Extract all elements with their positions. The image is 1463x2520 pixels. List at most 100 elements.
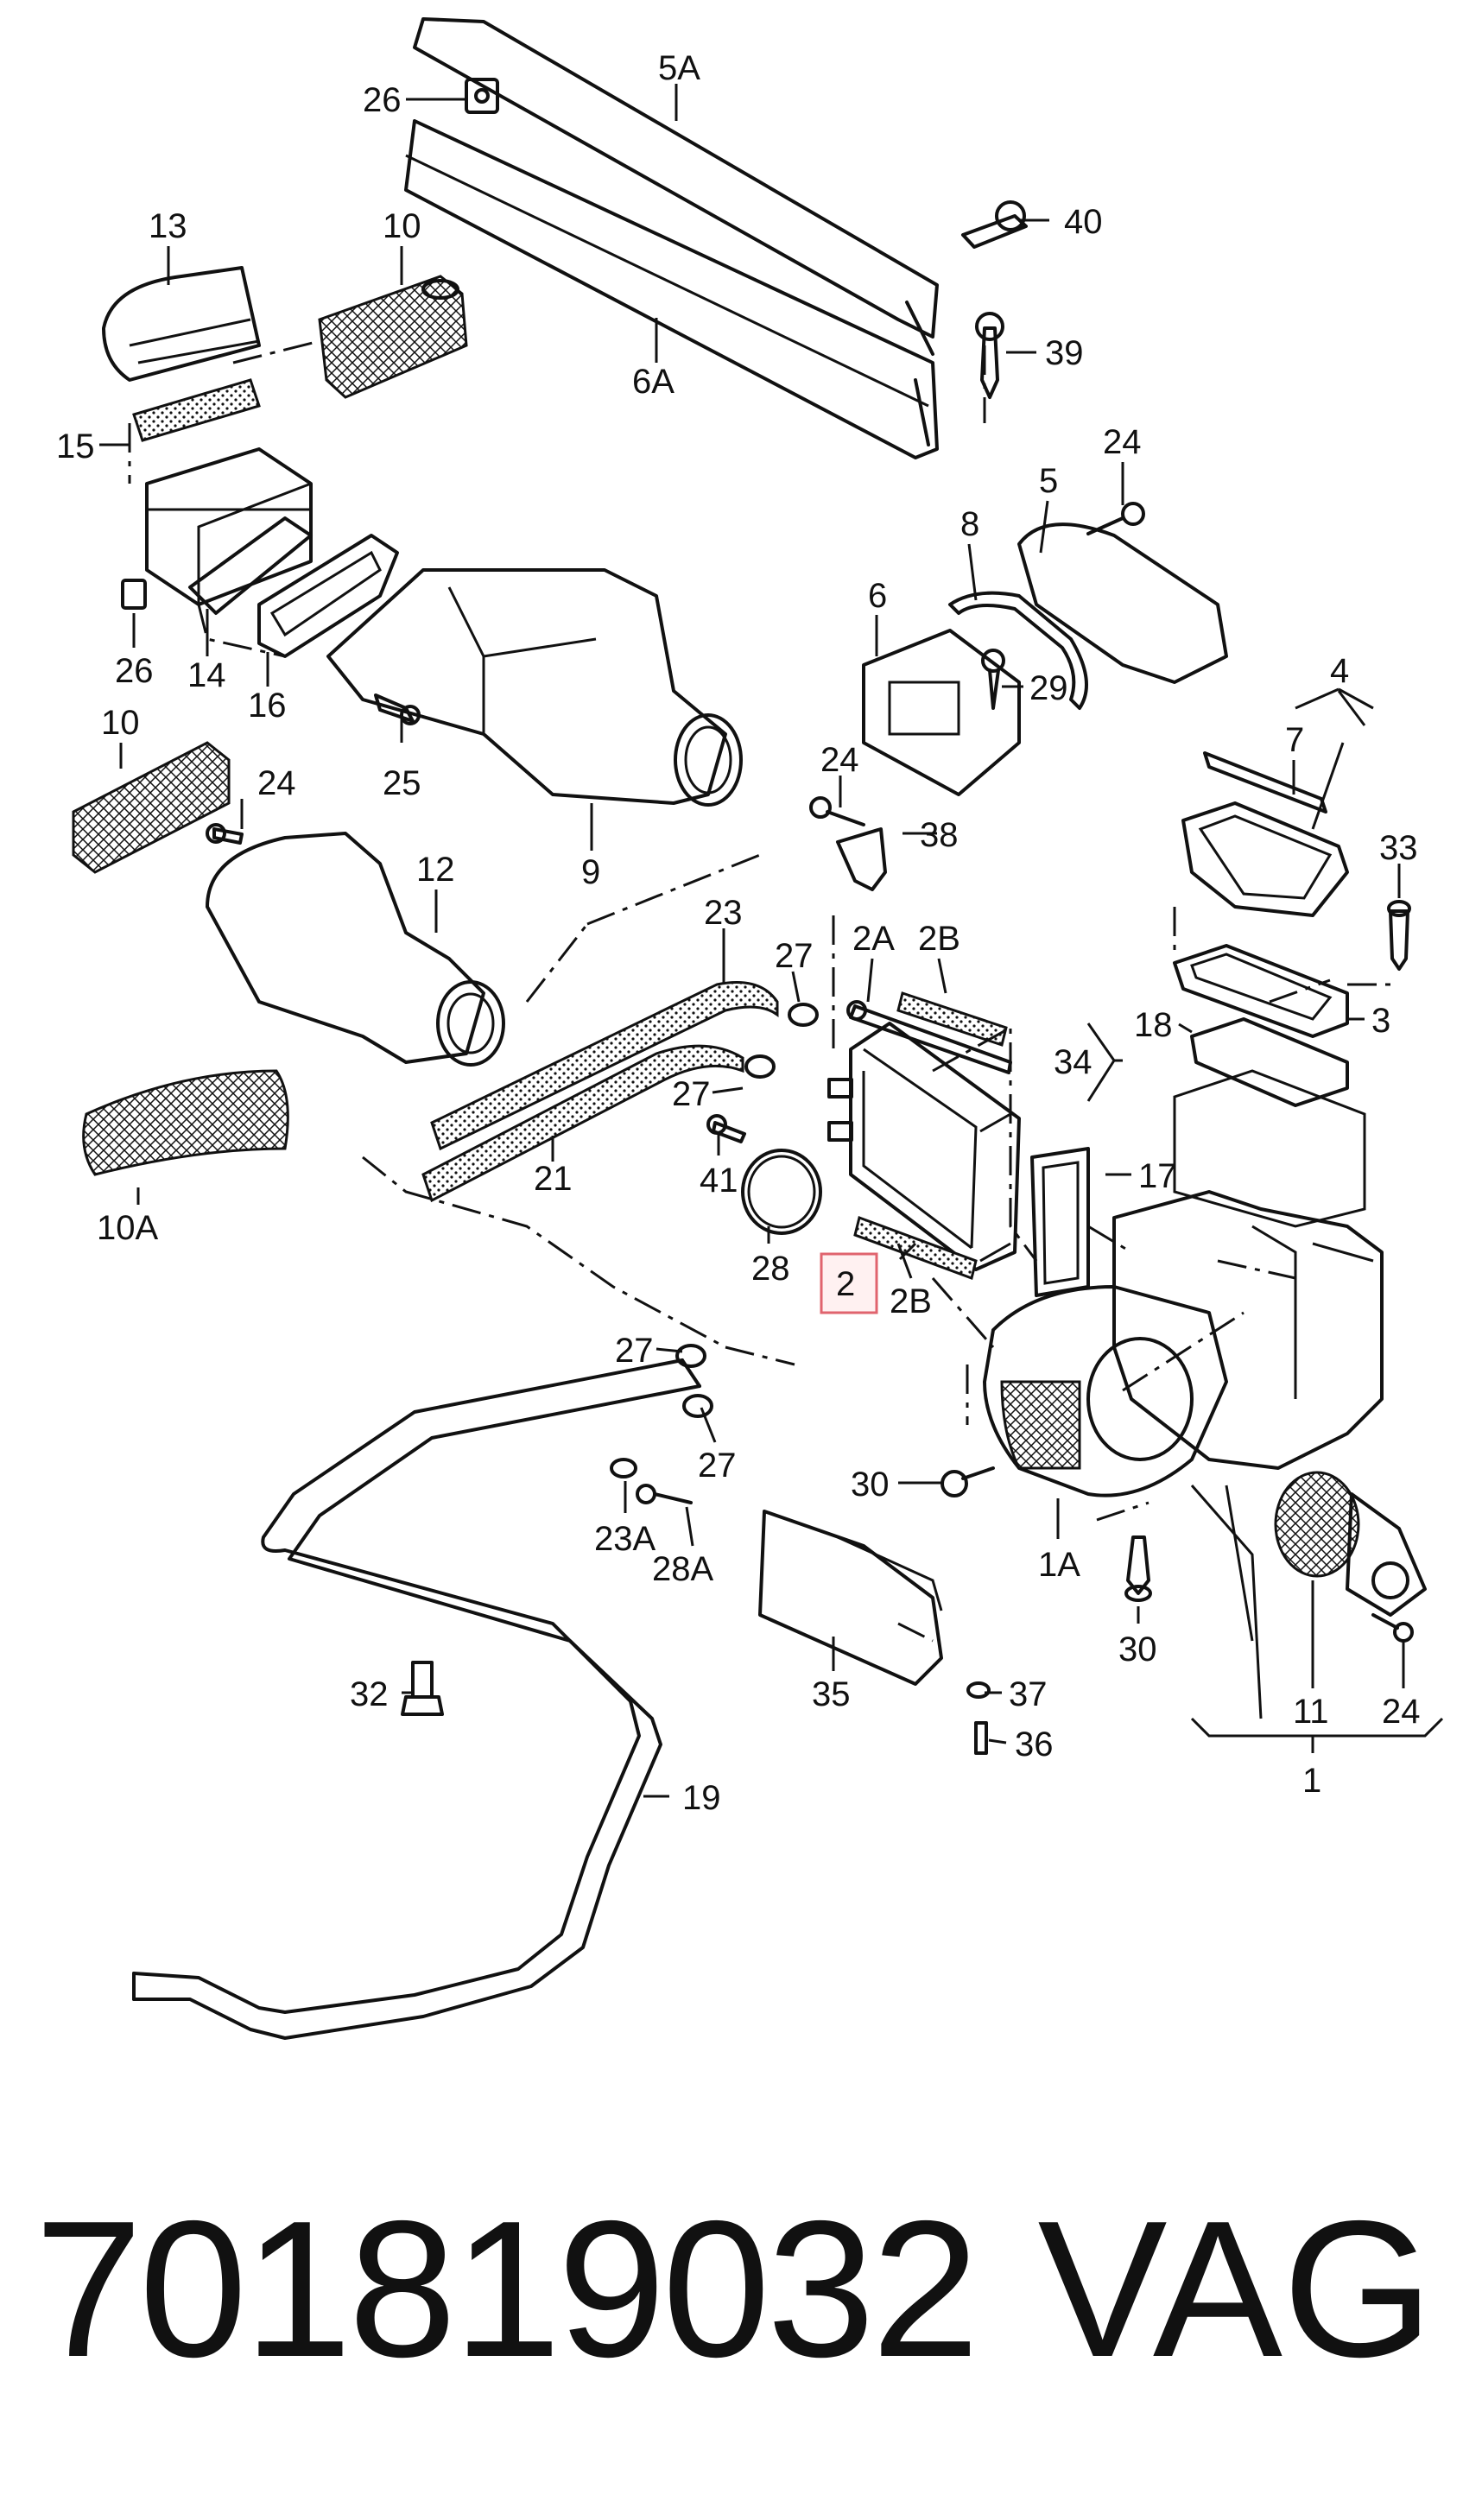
callout-5A: 5A bbox=[658, 49, 700, 87]
callout-10: 10 bbox=[383, 207, 421, 245]
callout-41: 41 bbox=[700, 1162, 738, 1200]
footer: 701819032 VAG bbox=[35, 2181, 1434, 2397]
callout-12: 12 bbox=[416, 851, 455, 889]
callout-25: 25 bbox=[383, 764, 421, 802]
callout-40: 40 bbox=[1064, 203, 1103, 241]
clamps-27 bbox=[744, 1003, 819, 1079]
screw-39 bbox=[975, 312, 1004, 399]
screw-29 bbox=[981, 649, 1005, 710]
heater-core-2 bbox=[827, 1022, 1021, 1271]
callout-2B: 2B bbox=[918, 920, 960, 958]
brand-name: VAG bbox=[1037, 2180, 1434, 2397]
callout-24: 24 bbox=[257, 764, 296, 802]
clamps-27-lower bbox=[675, 1344, 713, 1418]
callout-24: 24 bbox=[820, 741, 859, 779]
callout-16: 16 bbox=[248, 687, 287, 725]
callout-36: 36 bbox=[1015, 1725, 1054, 1763]
callout-1A: 1A bbox=[1038, 1546, 1080, 1584]
screw-28A bbox=[636, 1484, 693, 1504]
callout-24: 24 bbox=[1382, 1693, 1421, 1731]
callout-7: 7 bbox=[1285, 721, 1304, 759]
screw-25 bbox=[374, 693, 421, 725]
callout-39: 39 bbox=[1045, 334, 1084, 372]
callout-2: 2 bbox=[836, 1265, 855, 1303]
callout-32: 32 bbox=[350, 1675, 389, 1713]
duct-14 bbox=[145, 447, 313, 615]
callout-21: 21 bbox=[534, 1160, 573, 1198]
callout-17: 17 bbox=[1138, 1157, 1177, 1195]
callout-3: 3 bbox=[1371, 1002, 1390, 1040]
callout-38: 38 bbox=[920, 816, 959, 854]
callout-24: 24 bbox=[1103, 423, 1142, 461]
assembly-guide-lines bbox=[128, 339, 1399, 1643]
leader-lines bbox=[99, 84, 1444, 1798]
hose-23 bbox=[430, 981, 779, 1151]
screw-40 bbox=[961, 200, 1028, 249]
callout-14: 14 bbox=[187, 656, 226, 694]
callout-13: 13 bbox=[149, 207, 187, 245]
callout-9: 9 bbox=[581, 853, 600, 891]
foam-strips-2B bbox=[853, 991, 1008, 1280]
callout-2A: 2A bbox=[852, 920, 895, 958]
strip-7 bbox=[1203, 751, 1327, 814]
gasket-18 bbox=[1190, 1017, 1349, 1107]
clip-26-top bbox=[465, 78, 499, 114]
duct-9 bbox=[326, 568, 743, 807]
vent-10-top bbox=[318, 275, 468, 399]
screw-24-top bbox=[1086, 502, 1145, 535]
screw-24-motor bbox=[1371, 1613, 1414, 1643]
callout-5: 5 bbox=[1039, 462, 1058, 500]
callout-15: 15 bbox=[56, 427, 95, 465]
seal-8 bbox=[948, 591, 1088, 710]
hose-21 bbox=[421, 1044, 744, 1203]
callout-23: 23 bbox=[704, 894, 743, 932]
callout-30: 30 bbox=[851, 1466, 890, 1504]
housing-4 bbox=[1181, 801, 1349, 917]
callout-29: 29 bbox=[1029, 669, 1068, 707]
part-number: 701819032 bbox=[35, 2180, 979, 2397]
housing-34 bbox=[1112, 1069, 1384, 1470]
callout-27: 27 bbox=[615, 1332, 654, 1370]
callout-37: 37 bbox=[1009, 1675, 1048, 1713]
gasket-17 bbox=[1030, 1147, 1090, 1297]
callout-26: 26 bbox=[115, 652, 154, 690]
sensor-2A bbox=[846, 1000, 1012, 1074]
screw-30-bottom bbox=[1124, 1535, 1152, 1602]
callout-6A: 6A bbox=[632, 363, 674, 401]
callout-19: 19 bbox=[682, 1779, 721, 1817]
duct-13 bbox=[102, 266, 261, 382]
flap-6 bbox=[862, 629, 1021, 796]
callout-6: 6 bbox=[868, 577, 887, 615]
callout-27: 27 bbox=[698, 1447, 737, 1485]
callout-28: 28 bbox=[751, 1250, 790, 1288]
clip-26-left bbox=[121, 579, 147, 610]
callout-26: 26 bbox=[363, 81, 402, 119]
grille-10A bbox=[82, 1069, 289, 1176]
callout-11: 11 bbox=[1293, 1693, 1329, 1731]
vent-10-left bbox=[72, 741, 231, 874]
callout-labels: 5A 26 40 13 10 6A 39 15 24 5 8 6 26 14 1… bbox=[56, 49, 1421, 1817]
callout-27: 27 bbox=[775, 937, 814, 975]
callout-27: 27 bbox=[672, 1075, 711, 1113]
callout-35: 35 bbox=[812, 1675, 851, 1713]
screw-41 bbox=[706, 1114, 746, 1143]
flap-5 bbox=[1017, 522, 1228, 684]
duct-12 bbox=[206, 832, 505, 1067]
screw-24-bracket bbox=[809, 796, 865, 826]
cover-panel-5A-6A bbox=[404, 17, 939, 459]
callout-18: 18 bbox=[1134, 1006, 1173, 1044]
motor-11 bbox=[1274, 1471, 1427, 1617]
callout-28A: 28A bbox=[652, 1550, 713, 1588]
screw-33 bbox=[1387, 900, 1411, 971]
callout-30: 30 bbox=[1118, 1630, 1157, 1668]
callout-23A: 23A bbox=[594, 1520, 656, 1558]
callout-10A: 10A bbox=[97, 1209, 158, 1247]
gasket-16 bbox=[257, 534, 399, 658]
screw-24-left bbox=[206, 823, 244, 845]
bracket-38 bbox=[836, 827, 887, 891]
plate-35 bbox=[758, 1510, 943, 1686]
callout-1: 1 bbox=[1302, 1762, 1321, 1800]
frame-3 bbox=[1173, 944, 1349, 1038]
parts-exploded-diagram: 5A 26 40 13 10 6A 39 15 24 5 8 6 26 14 1… bbox=[56, 17, 1444, 2040]
callout-8: 8 bbox=[960, 505, 979, 543]
